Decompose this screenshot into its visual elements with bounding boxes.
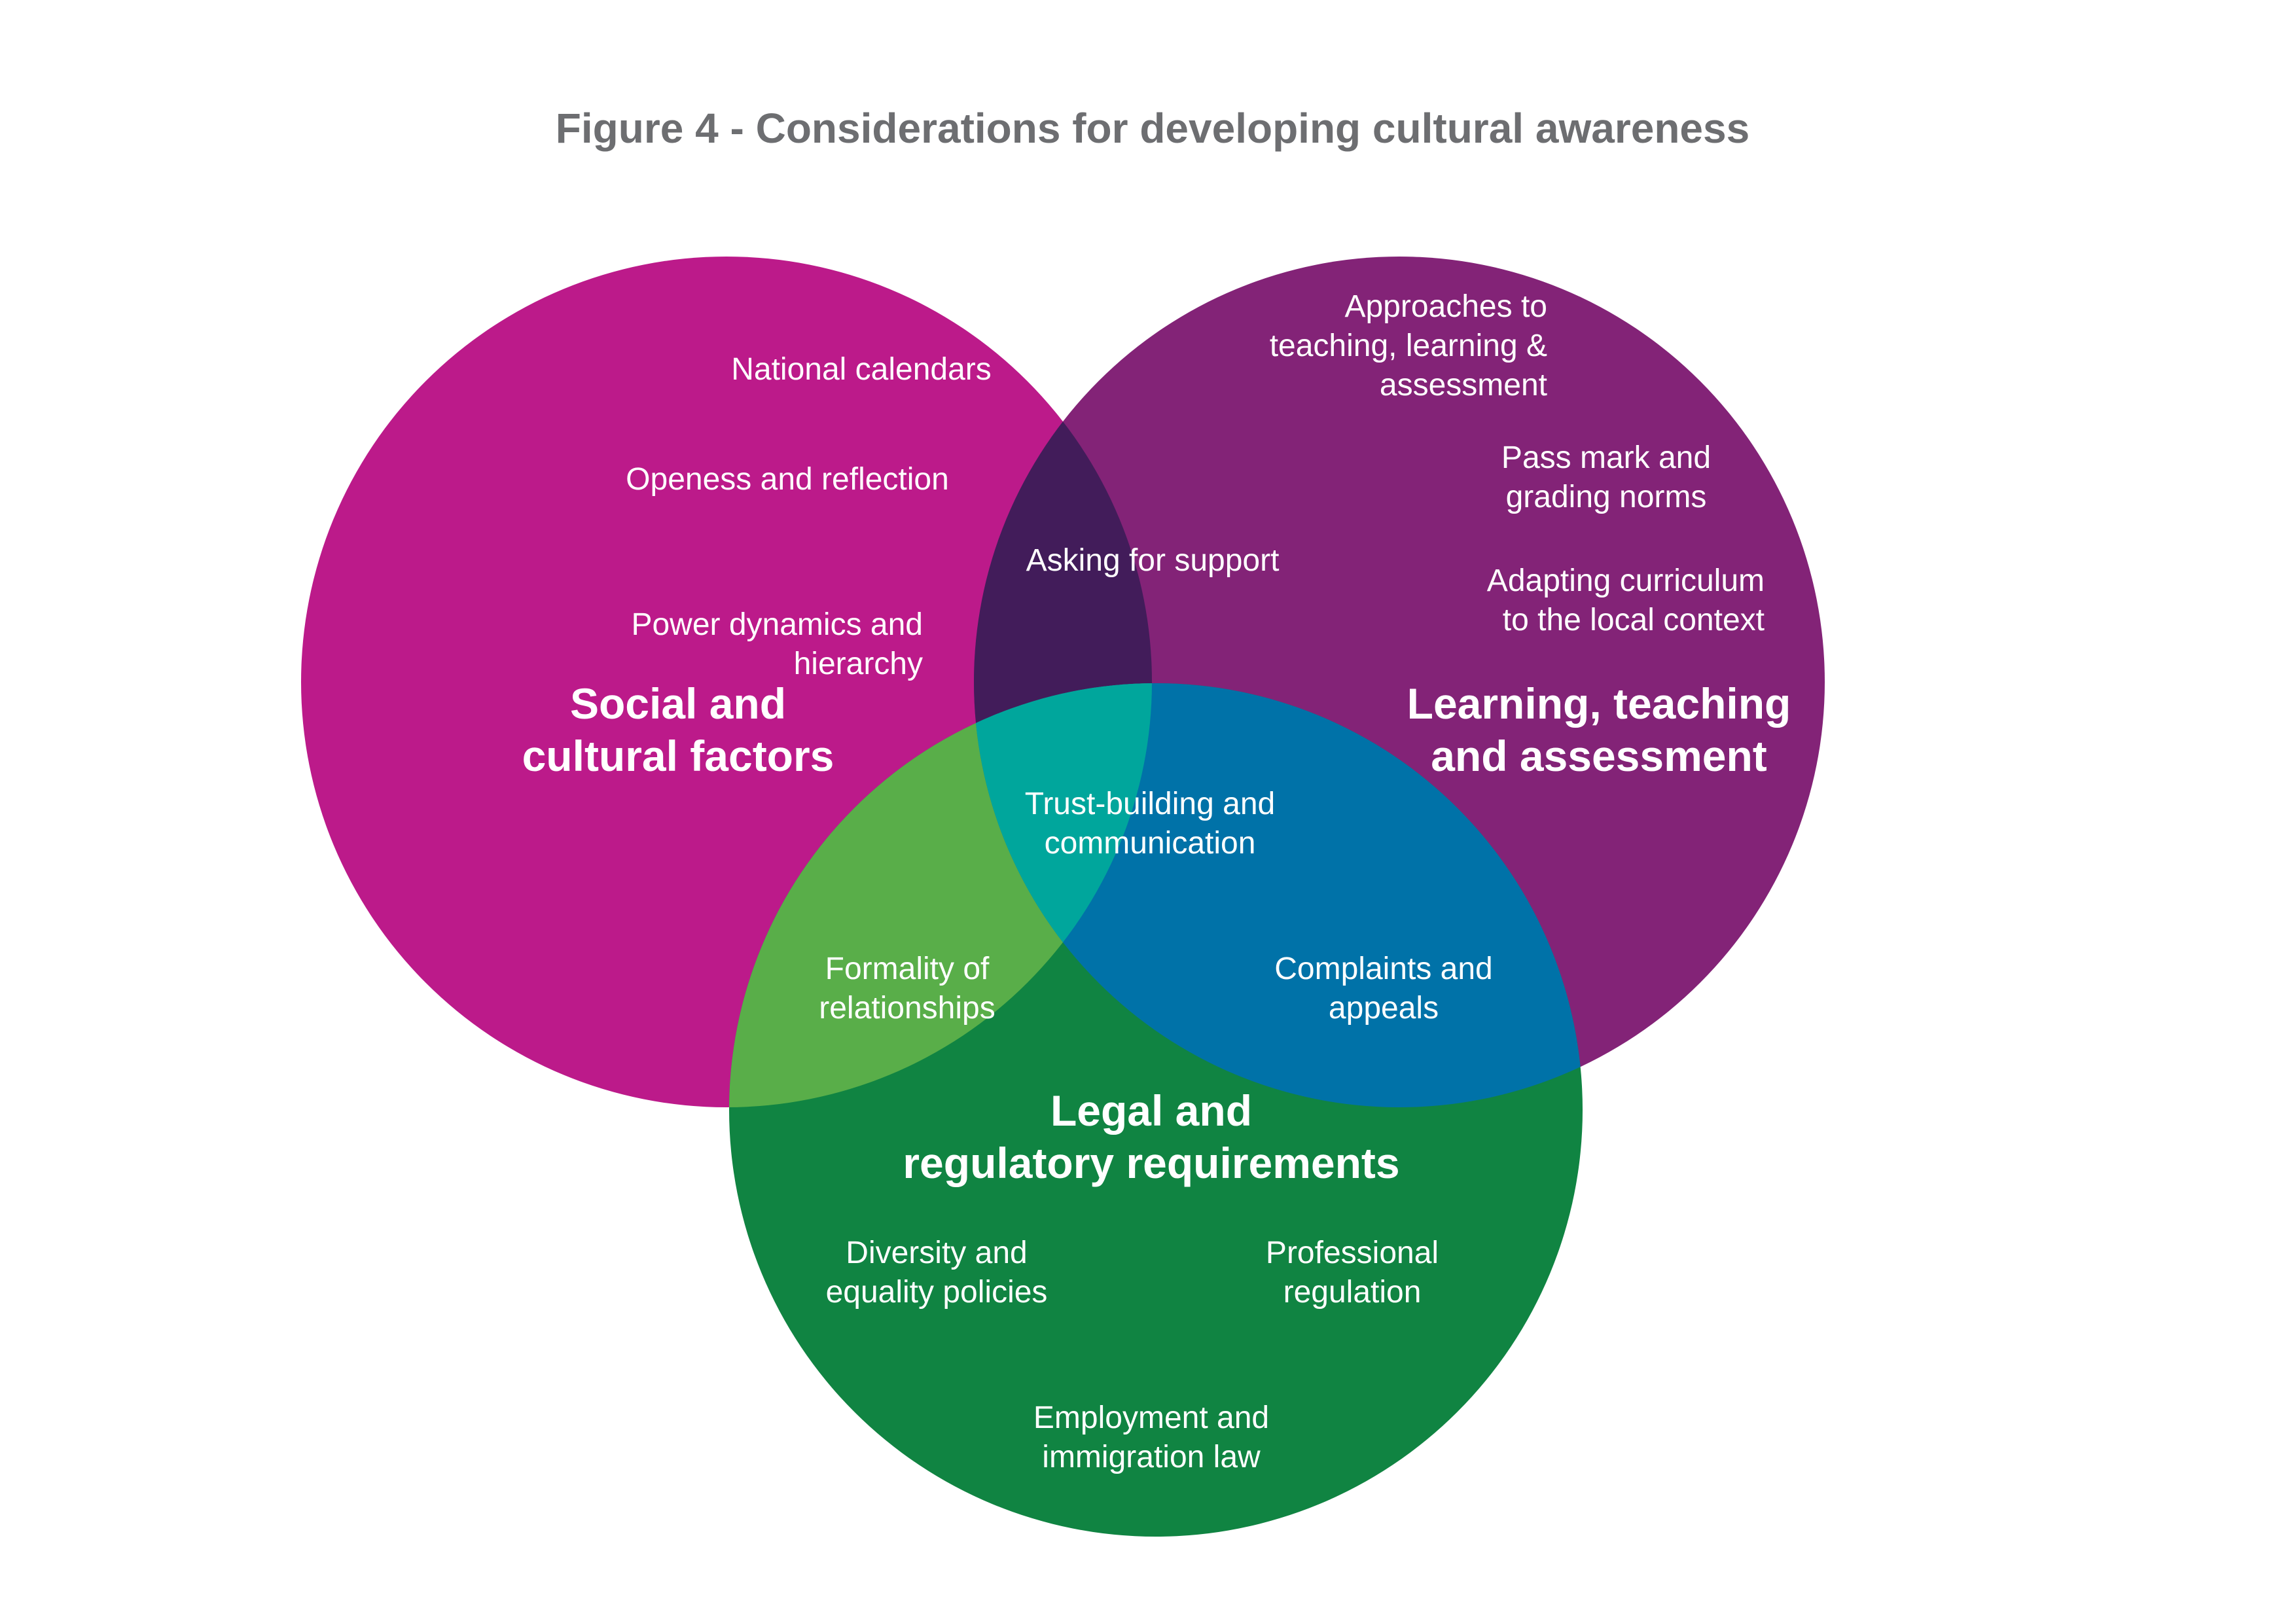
overlap-social-legal: [729, 683, 1152, 1107]
overlap-social-legal-label-line: relationships: [819, 991, 995, 1026]
learning-item-adapting-curriculum-line: Adapting curriculum: [1487, 563, 1765, 598]
legal-item-diversity: Diversity and equality policies: [826, 1236, 1048, 1310]
social-item-openess-reflection: Openess and reflection: [626, 462, 949, 497]
learning-item-pass-mark: Pass mark and grading norms: [1501, 440, 1711, 514]
learning-item-approaches-line: Approaches to: [1344, 289, 1547, 324]
overlap-learning-legal-label-line: appeals: [1329, 991, 1439, 1026]
overlap-center-label: Trust-building and communication: [1025, 787, 1275, 861]
overlap-learning-legal-label-line: Complaints and: [1274, 952, 1493, 986]
social-item-power-dynamics-line: Power dynamics and: [631, 607, 923, 642]
social-item-openess-reflection-line: Openess and reflection: [626, 462, 949, 497]
legal-heading-line: regulatory requirements: [903, 1139, 1399, 1187]
legal-heading-line: Legal and: [1050, 1086, 1252, 1135]
legal-item-professional-regulation: Professional regulation: [1266, 1236, 1439, 1310]
learning-item-approaches-line: teaching, learning &: [1270, 329, 1547, 363]
overlap-center-label-line: Trust-building and: [1025, 787, 1275, 821]
social-item-national-calendars: National calendars: [731, 352, 992, 387]
legal-item-employment-immigration-line: Employment and: [1033, 1400, 1269, 1435]
overlap-social-legal-label-line: Formality of: [825, 952, 990, 986]
learning-item-pass-mark-line: grading norms: [1506, 480, 1707, 514]
figure-title: Figure 4 - Considerations for developing…: [556, 105, 1749, 152]
legal-item-professional-regulation-line: Professional: [1266, 1236, 1439, 1270]
learning-item-approaches-line: assessment: [1380, 368, 1547, 402]
legal-item-diversity-line: equality policies: [826, 1275, 1048, 1310]
legal-item-employment-immigration: Employment and immigration law: [1033, 1400, 1269, 1474]
learning-item-adapting-curriculum: Adapting curriculum to the local context: [1487, 563, 1765, 637]
learning-item-pass-mark-line: Pass mark and: [1501, 440, 1711, 475]
learning-item-approaches: Approaches to teaching, learning & assessm…: [1270, 289, 1547, 402]
learning-heading-line: and assessment: [1431, 732, 1767, 780]
legal-item-employment-immigration-line: immigration law: [1042, 1440, 1261, 1474]
overlap-center-label-line: communication: [1045, 826, 1256, 861]
social-item-power-dynamics: Power dynamics and hierarchy: [631, 607, 923, 681]
overlap-learning-legal: [974, 683, 1583, 1107]
overlap-social-learning-label: Asking for support: [1026, 543, 1280, 578]
social-heading-line: Social and: [570, 679, 786, 728]
learning-heading-line: Learning, teaching: [1407, 679, 1791, 728]
legal-item-diversity-line: Diversity and: [846, 1236, 1027, 1270]
social-heading-line: cultural factors: [522, 732, 834, 780]
social-item-power-dynamics-line: hierarchy: [794, 647, 923, 681]
legal-item-professional-regulation-line: regulation: [1283, 1275, 1422, 1310]
learning-item-adapting-curriculum-line: to the local context: [1503, 603, 1765, 637]
social-item-national-calendars-line: National calendars: [731, 352, 992, 387]
overlap-social-legal-label: Formality of relationships: [819, 952, 995, 1026]
overlap-social-learning-label-line: Asking for support: [1026, 543, 1280, 578]
overlap-learning-legal-label: Complaints and appeals: [1274, 952, 1493, 1026]
